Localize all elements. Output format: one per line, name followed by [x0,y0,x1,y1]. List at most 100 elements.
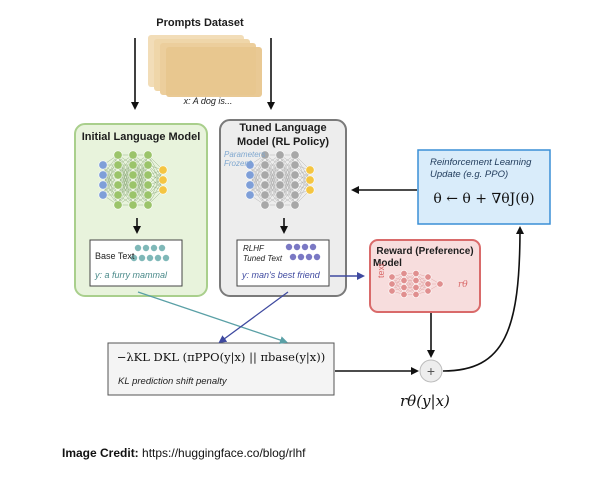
network-edge [294,169,311,196]
reward-formula: rθ(y|x) [400,392,450,410]
reward-model-title-line2: Model [373,258,402,269]
network-node [275,170,285,180]
network-node [128,170,138,180]
network-edge [147,169,164,196]
initial-model-title: Initial Language Model [81,131,201,143]
network-node [400,290,408,298]
network-edge [391,273,405,292]
network-node [290,150,300,160]
network-node [412,283,420,291]
network-node [305,185,315,195]
image-credit: Image Credit: https://huggingface.co/blo… [62,446,305,460]
network-node [113,200,123,210]
tuned-output-text: y: man's best friend [242,270,320,280]
reward-output-label: rθ [458,280,468,290]
network-node [158,175,168,185]
network-node [143,180,153,190]
network-edge [132,174,149,206]
network-edge [279,174,296,206]
token-dots [130,243,321,262]
network-node [98,170,108,180]
network-edge [279,154,296,186]
network-node [245,190,255,200]
network-node [143,200,153,210]
token-dot [142,244,150,252]
network-node [245,180,255,190]
network-node [128,200,138,210]
image-credit-url[interactable]: https://huggingface.co/blog/rlhf [142,446,306,460]
kl-penalty-caption: KL prediction shift penalty [118,376,227,387]
network-edge [117,154,134,186]
network-edge [132,154,149,186]
tuned-output-label-line2: Tuned Text [243,254,283,263]
token-dot [134,244,142,252]
network-node [290,170,300,180]
token-dot [297,253,305,261]
network-node [143,160,153,170]
network-node [305,175,315,185]
network-node [143,150,153,160]
network-node [436,280,444,288]
tuned-output-label-line1: RLHF [243,244,264,253]
network-node [113,170,123,180]
network-node [128,190,138,200]
network-node [275,190,285,200]
network-node [388,287,396,295]
arrow-initial-to-kl [137,291,288,344]
token-dot [130,254,138,262]
network-node [113,190,123,200]
kl-penalty-formula: −λKL DKL (πPPO(y|x) || πbase(y|x)) [116,350,326,364]
rl-update-box [417,149,551,225]
arrow-tuned-to-kl [218,291,289,344]
reward-model-title-line1: Reward (Preference) [376,246,474,257]
sum-symbol: + [426,363,436,379]
rl-caption-line2: Update (e.g. PPO) [430,169,509,180]
token-dot [154,254,162,262]
sum-node-circle [419,359,443,383]
network-edge [249,164,266,196]
prompts-title: Prompts Dataset [156,17,244,29]
frozen-note-line2: Frozen* [224,159,253,168]
token-dot [162,254,170,262]
token-dot [138,254,146,262]
token-dot [150,244,158,252]
token-dot [158,244,166,252]
network-node [290,190,300,200]
network-node [260,200,270,210]
network-edge [403,273,417,295]
network-node [388,273,396,281]
token-dot [285,243,293,251]
network-node [113,150,123,160]
network-node [412,269,420,277]
token-dot [289,253,297,261]
network-node [400,283,408,291]
network-node [260,150,270,160]
network-edge [294,179,311,206]
network-node [158,165,168,175]
network-node [113,180,123,190]
arrow-sum-to-rl [442,226,524,372]
network-node [412,276,420,284]
network-node [98,180,108,190]
network-node [143,190,153,200]
network-edge [249,154,266,186]
network-node [424,273,432,281]
initial-model-network [98,150,168,210]
network-node [290,200,300,210]
network-node [275,160,285,170]
network-node [424,280,432,288]
network-node [400,269,408,277]
network-node [245,160,255,170]
network-edge [117,174,134,206]
prompts-example: x: A dog is... [183,96,233,106]
initial-output-text: y: a furry mammal [95,270,168,280]
token-dot [301,243,309,251]
network-node [290,180,300,190]
rl-update-formula: θ ← θ + ∇θJ(θ) [433,191,535,207]
tuned-model-network [245,150,315,210]
network-node [128,150,138,160]
network-node [260,190,270,200]
network-node [245,170,255,180]
network-node [424,287,432,295]
